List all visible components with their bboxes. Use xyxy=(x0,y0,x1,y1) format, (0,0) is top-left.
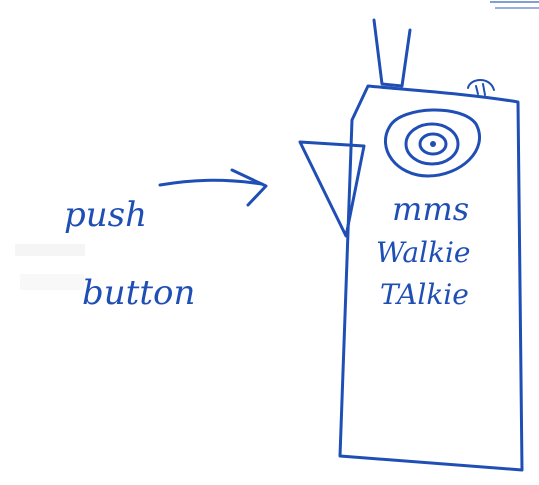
arrow-shaft xyxy=(160,180,262,185)
knob-tick xyxy=(483,84,485,95)
pointer-arrow xyxy=(160,170,266,205)
tape-mark xyxy=(15,244,85,256)
speaker-center xyxy=(430,141,436,147)
top-knob xyxy=(468,80,494,95)
antenna xyxy=(374,20,410,86)
device-text-walkie: Walkie xyxy=(376,236,471,269)
tape-mark xyxy=(20,274,84,290)
device-text-mms: mms xyxy=(392,190,469,228)
label-push: push xyxy=(64,195,147,235)
speaker xyxy=(385,110,479,176)
side-button-shape xyxy=(300,142,364,236)
knob-tick xyxy=(476,86,478,94)
antenna-outline xyxy=(374,20,410,86)
device-text-talkie: TAlkie xyxy=(380,278,469,311)
side-push-button xyxy=(300,142,364,236)
label-button: button xyxy=(82,273,195,313)
arrow-head xyxy=(232,170,266,205)
knob-outline xyxy=(468,80,494,90)
device-label: mms Walkie TAlkie xyxy=(376,190,471,311)
